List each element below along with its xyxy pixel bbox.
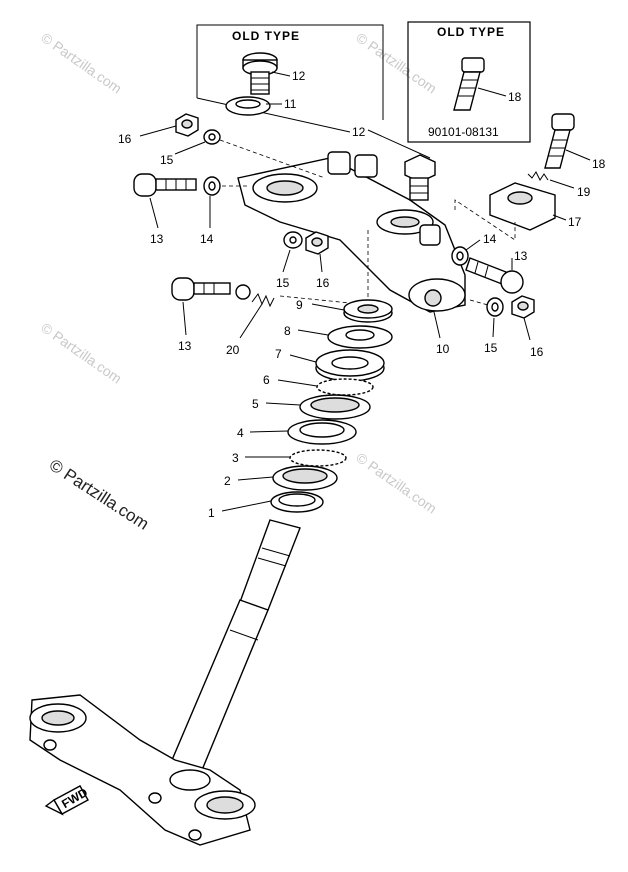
watermark-top-left: © Partzilla.com bbox=[38, 29, 124, 96]
inset-left-label-12: 12 bbox=[292, 69, 306, 83]
label-2: 2 bbox=[224, 474, 231, 488]
watermark-main: © Partzilla.com bbox=[46, 455, 152, 533]
old-bolt-12 bbox=[242, 52, 278, 95]
lower-bracket bbox=[29, 694, 256, 846]
watermark-mid-right: © Partzilla.com bbox=[353, 449, 439, 516]
label-8: 8 bbox=[284, 324, 291, 338]
label-10: 10 bbox=[436, 342, 450, 356]
bolt-12 bbox=[404, 154, 436, 201]
label-12: 12 bbox=[352, 125, 366, 139]
label-7: 7 bbox=[275, 347, 282, 361]
nut-16-right bbox=[511, 295, 535, 319]
race-5 bbox=[299, 394, 371, 420]
nut-9 bbox=[343, 299, 393, 323]
washer-8 bbox=[327, 325, 393, 349]
label-15-upper: 15 bbox=[160, 153, 174, 167]
bearing-balls-3 bbox=[289, 449, 347, 467]
label-16-right: 16 bbox=[530, 345, 544, 359]
washer-15-right bbox=[486, 297, 504, 317]
bolt-13-left bbox=[133, 173, 197, 197]
label-1: 1 bbox=[208, 506, 215, 520]
bearing-balls-6 bbox=[316, 378, 374, 396]
label-14-right: 14 bbox=[483, 232, 497, 246]
washer-14-right bbox=[451, 246, 469, 266]
label-13-right: 13 bbox=[514, 249, 528, 263]
steering-stem bbox=[171, 519, 301, 771]
washer-15-mid bbox=[283, 231, 303, 249]
race-2 bbox=[272, 465, 338, 491]
label-13-lower: 13 bbox=[178, 339, 192, 353]
label-3: 3 bbox=[232, 451, 239, 465]
label-16-mid: 16 bbox=[316, 276, 330, 290]
label-5: 5 bbox=[252, 397, 259, 411]
inset-left-title: OLD TYPE bbox=[232, 29, 300, 43]
inset-right-title: OLD TYPE bbox=[437, 25, 505, 39]
label-15-mid: 15 bbox=[276, 276, 290, 290]
bolt-13-lower bbox=[171, 277, 231, 301]
seal-1 bbox=[270, 491, 324, 513]
holder-cap-17 bbox=[489, 182, 556, 231]
label-16-upper: 16 bbox=[118, 132, 132, 146]
nut-16-mid bbox=[305, 231, 329, 255]
label-14-left: 14 bbox=[200, 232, 214, 246]
watermark-mid-left: © Partzilla.com bbox=[38, 319, 124, 386]
label-9: 9 bbox=[296, 298, 303, 312]
bolt-13-right bbox=[465, 257, 524, 294]
upper-bracket bbox=[237, 151, 466, 313]
label-18: 18 bbox=[592, 157, 606, 171]
old-bolt-18 bbox=[453, 57, 485, 111]
label-17: 17 bbox=[568, 215, 582, 229]
inset-old-type-left: OLD TYPE 12 11 bbox=[196, 24, 384, 133]
spring-washer-19 bbox=[527, 171, 549, 181]
inset-old-type-right: OLD TYPE 18 90101-08131 bbox=[407, 21, 531, 143]
washer-15-upper bbox=[203, 129, 221, 145]
race-4 bbox=[287, 419, 357, 445]
inset-left-label-11: 11 bbox=[284, 97, 297, 111]
label-4: 4 bbox=[237, 426, 244, 440]
label-20: 20 bbox=[226, 343, 240, 357]
label-6: 6 bbox=[263, 373, 270, 387]
inset-right-part-number: 90101-08131 bbox=[428, 125, 499, 139]
cover-7 bbox=[315, 349, 385, 382]
old-washer-11 bbox=[225, 96, 271, 116]
watermark-top-right: © Partzilla.com bbox=[353, 29, 439, 96]
nut-16-upper bbox=[175, 113, 199, 137]
inset-right-label-18: 18 bbox=[508, 90, 522, 104]
label-19: 19 bbox=[577, 185, 591, 199]
fwd-arrow: FWD bbox=[44, 785, 90, 816]
screw-20 bbox=[235, 284, 275, 308]
label-15-right: 15 bbox=[484, 341, 498, 355]
bolt-18 bbox=[544, 113, 575, 169]
label-13-left: 13 bbox=[150, 232, 164, 246]
washer-14-left bbox=[203, 176, 221, 196]
